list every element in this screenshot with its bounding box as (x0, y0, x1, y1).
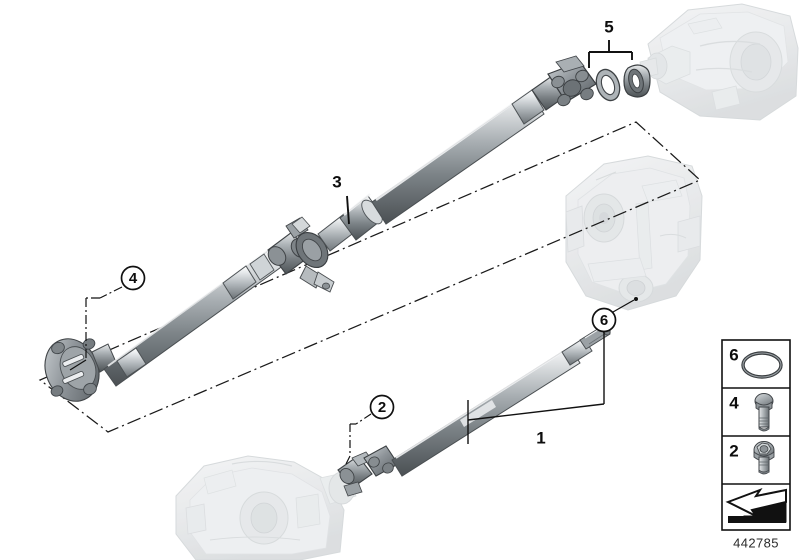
callout-6[interactable]: 6 (591, 297, 639, 404)
rear-differential-ghost (639, 3, 799, 121)
legend-row-2-number: 2 (729, 442, 738, 461)
rear-shaft-lower-tube (103, 245, 285, 387)
legend-box: 6 4 2 (721, 339, 791, 531)
assembly-boundary-outline (38, 121, 702, 433)
callout-3-label: 3 (332, 173, 341, 192)
rear-shaft-upper-tube (371, 89, 545, 225)
front-differential-ghost (175, 455, 357, 560)
callout-4-balloon[interactable] (120, 265, 146, 291)
legend-row-arrow-symbol[interactable] (725, 487, 787, 523)
callout-5[interactable]: 5 (588, 18, 633, 69)
rear-propeller-shaft (44, 55, 597, 402)
front-shaft-front-yoke (337, 445, 399, 497)
legend-row-o-ring[interactable]: 6 (729, 346, 783, 379)
legend-row-flange-bolt[interactable]: 2 (729, 441, 775, 475)
rear-shaft-flange-joint (44, 338, 117, 402)
rear-shaft-centre-bearing (267, 216, 335, 293)
seal-washer-and-bush (595, 64, 651, 102)
legend-row-hex-bolt[interactable]: 4 (729, 393, 774, 432)
transfer-case-ghost (565, 155, 703, 311)
diagram-id-label: 442785 (733, 536, 779, 551)
callout-4-label: 4 (129, 270, 138, 287)
callout-1-span-bracket[interactable]: 1 (467, 400, 605, 448)
callout-3[interactable]: 3 (332, 173, 350, 225)
rear-shaft-rear-yoke (531, 55, 597, 111)
callout-2-label: 2 (378, 399, 386, 416)
callout-2[interactable]: 2 (345, 394, 395, 465)
callout-2-balloon[interactable] (369, 394, 395, 420)
callout-6-balloon[interactable] (591, 307, 617, 333)
callout-5-label: 5 (604, 18, 613, 37)
callout-4[interactable]: 4 (69, 265, 146, 371)
direction-arrow-icon (725, 487, 787, 523)
legend-row-1-number: 4 (729, 394, 739, 413)
callout-6-label: 6 (600, 312, 608, 329)
callout-1-label: 1 (536, 429, 545, 448)
hex-bolt-icon (754, 393, 774, 432)
legend-row-0-number: 6 (729, 346, 738, 365)
flange-bolt-icon (753, 441, 775, 475)
front-shaft-tube (391, 345, 581, 477)
rear-shaft-damper (317, 193, 385, 252)
front-propeller-shaft (337, 324, 611, 497)
